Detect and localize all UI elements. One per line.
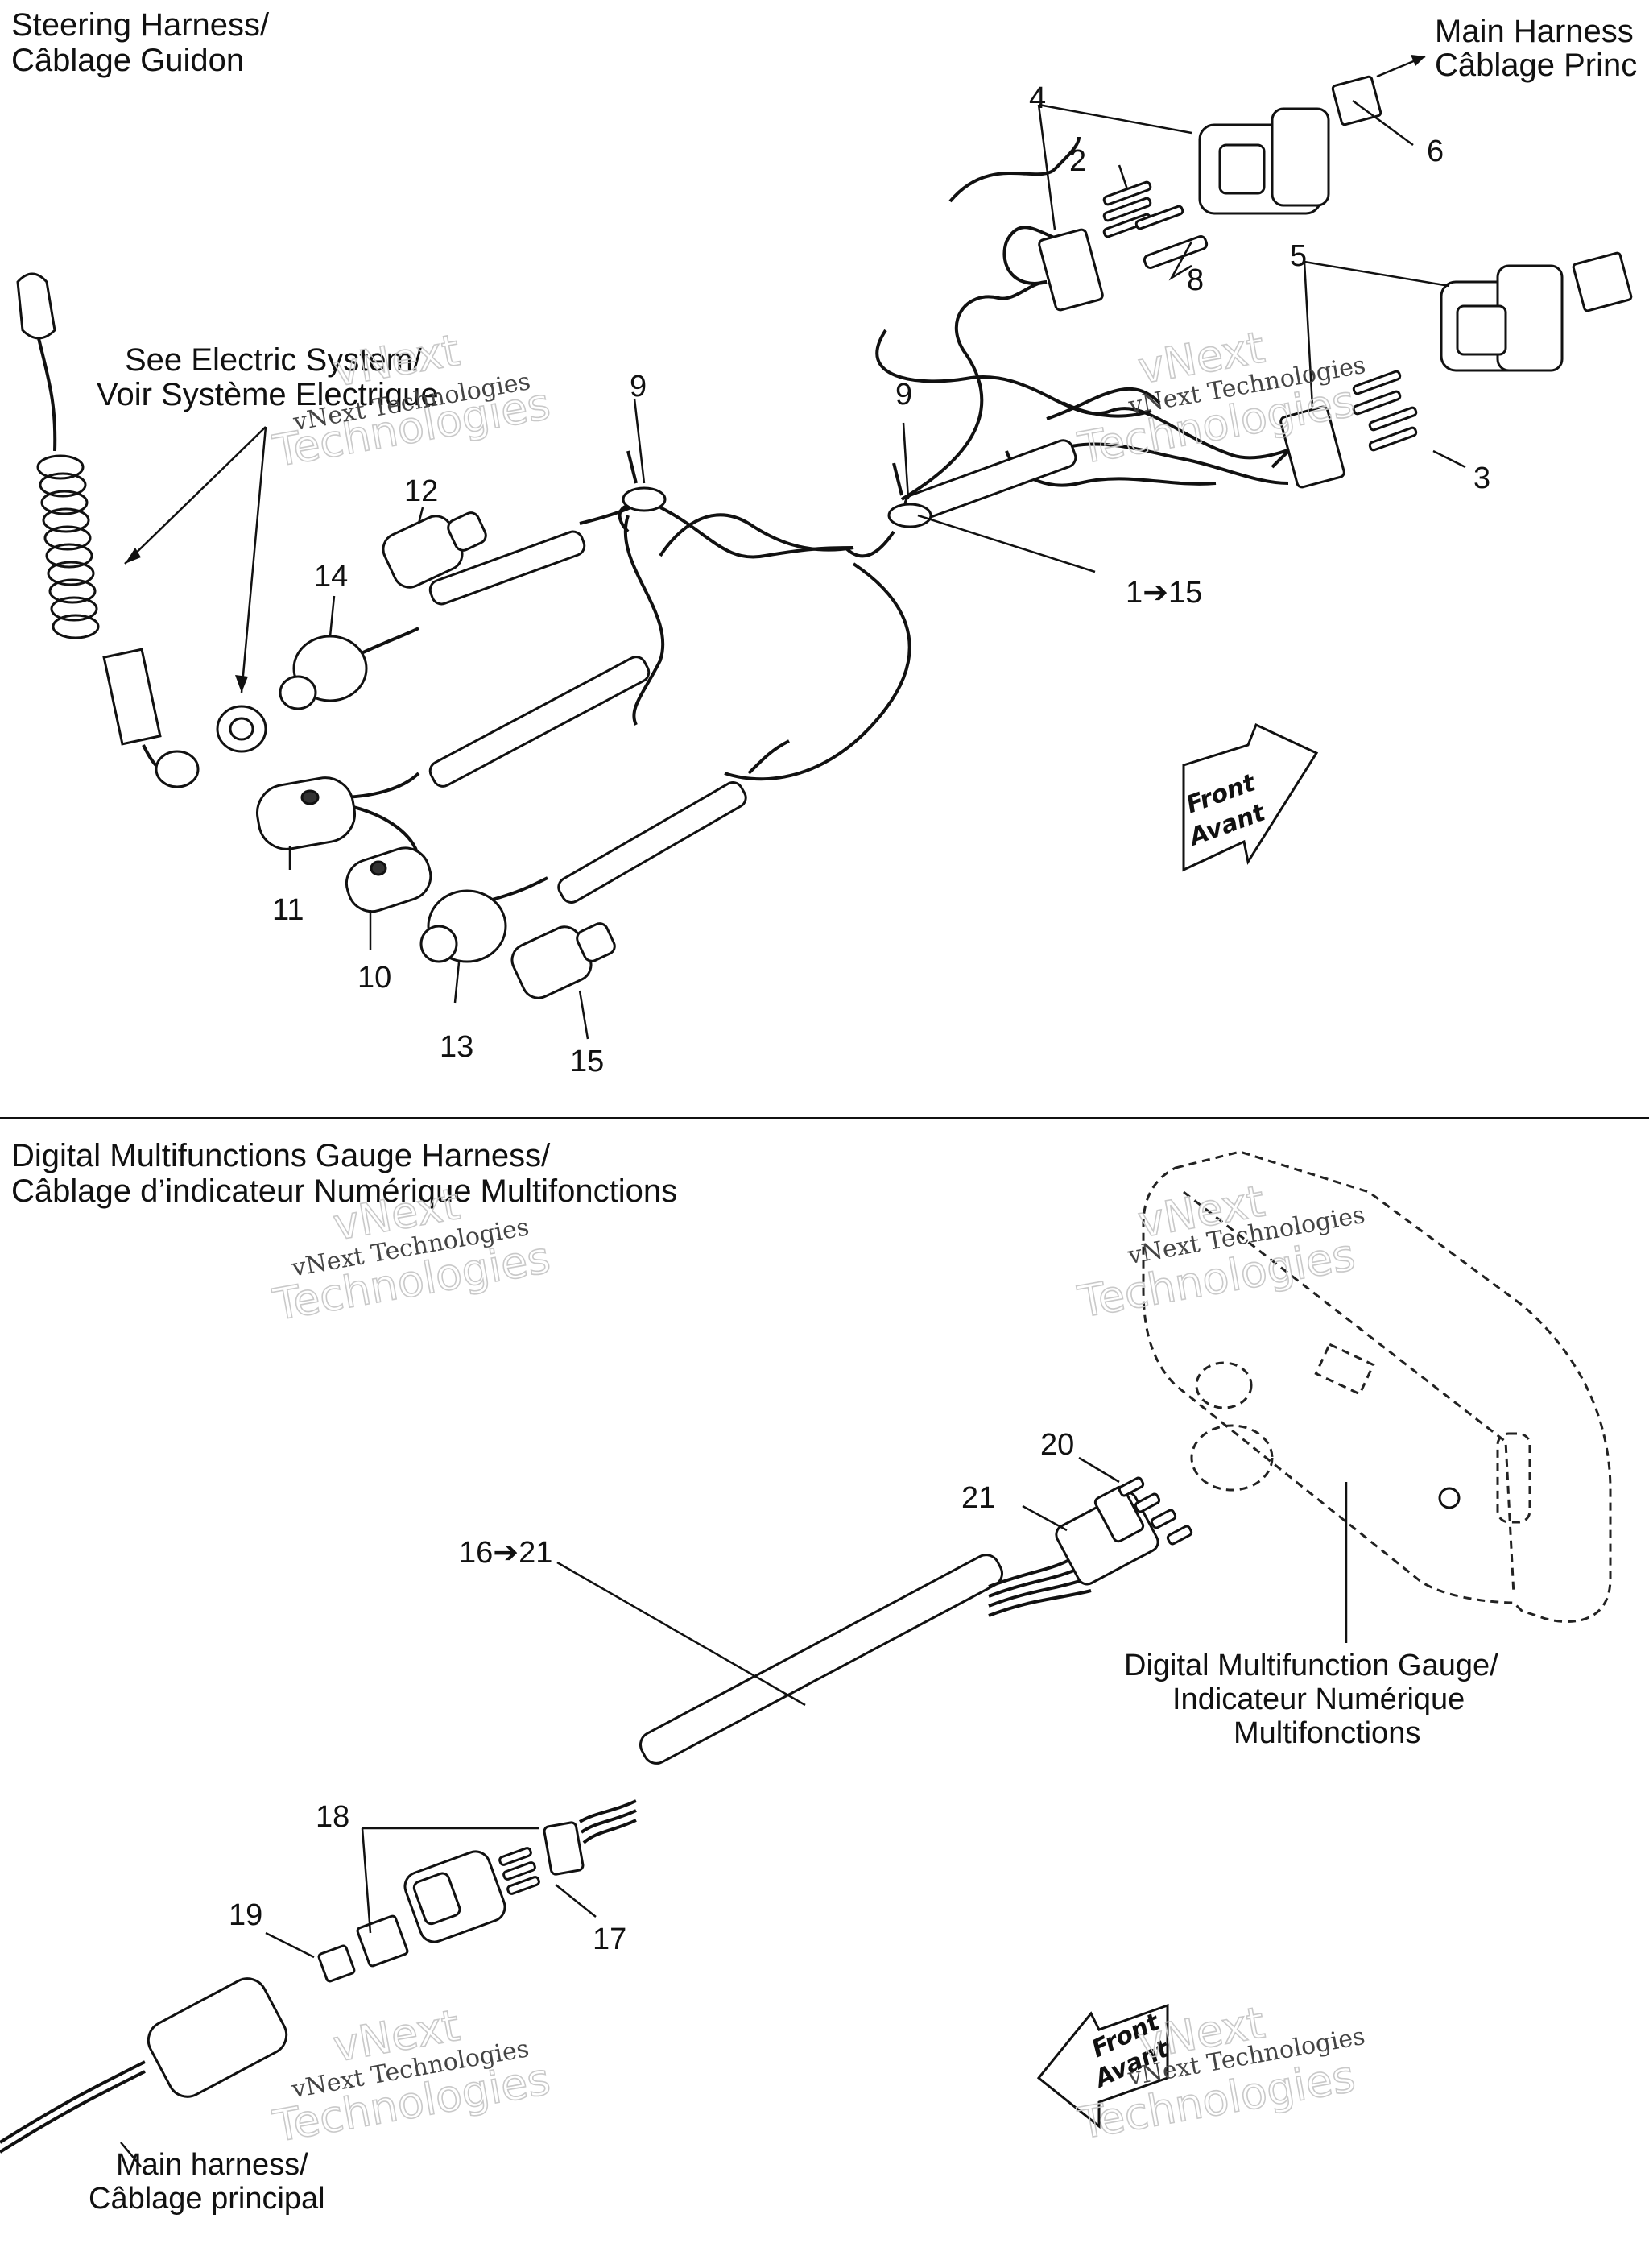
clamp-9-left [622, 450, 667, 512]
callout-21: 21 [961, 1481, 995, 1515]
main-harness-label-line2: Câblage principal [89, 2182, 325, 2216]
digital-gauge [1142, 1150, 1612, 1623]
terminals-3 [1352, 370, 1418, 452]
callout-13: 13 [440, 1030, 473, 1064]
lanyard-coil-cord [16, 272, 267, 788]
callout-1-15: 1➔15 [1126, 576, 1202, 610]
callout-9-right: 9 [895, 378, 912, 412]
connector-21 [1055, 1485, 1159, 1586]
gauge-leaders [120, 1456, 1120, 2167]
see-electric-arrowhead-b [235, 675, 248, 693]
watermark-5: vNext Technologies vNext Technologies [268, 1999, 554, 2153]
steering-leaders [288, 99, 1466, 1040]
callout-18: 18 [316, 1800, 349, 1834]
connector-5 [1279, 251, 1633, 489]
part-13 [419, 889, 507, 963]
main-harness-connector [0, 1977, 288, 2154]
see-electric-pointer-b [240, 426, 267, 693]
callout-12: 12 [404, 474, 438, 508]
see-electric-line2: Voir Système Electrique [97, 377, 439, 412]
callout-6: 6 [1427, 135, 1444, 168]
callout-17: 17 [593, 1922, 626, 1956]
front-arrow-top: Front Avant [1182, 722, 1319, 872]
callout-8: 8 [1187, 263, 1204, 297]
callout-9-left: 9 [630, 370, 647, 404]
callout-5: 5 [1290, 239, 1307, 273]
part-11 [256, 776, 356, 850]
see-electric-line1: See Electric System/ [125, 342, 423, 378]
terminals-2 [1102, 180, 1184, 238]
callout-3: 3 [1473, 461, 1490, 495]
callout-15: 15 [570, 1045, 604, 1078]
gauge-label-line2: Indicateur Numérique [1172, 1682, 1465, 1716]
see-electric-arrowhead-a [125, 548, 141, 564]
part-14 [279, 635, 368, 710]
callout-20: 20 [1040, 1428, 1074, 1462]
main-harness-ref-line1: Main Harness [1435, 14, 1634, 49]
callout-4: 4 [1029, 81, 1046, 115]
callout-2: 2 [1069, 144, 1086, 178]
gauge-title-line1: Digital Multifunctions Gauge Harness/ [11, 1138, 551, 1173]
clamp-9-right [887, 462, 932, 528]
steering-title-line2: Câblage Guidon [11, 43, 244, 78]
lock-6 [1331, 75, 1382, 126]
connector-17-housing [543, 1821, 585, 1876]
gauge-harness-section: Digital Multifunctions Gauge Harness/ Câ… [0, 1138, 1612, 2216]
lock-19 [317, 1944, 356, 1983]
terminals-17 [498, 1847, 540, 1895]
callout-16-21: 16➔21 [459, 1536, 552, 1570]
part-15 [510, 922, 616, 999]
main-harness-ref-line2: Câblage Princ [1435, 48, 1637, 83]
callout-14: 14 [314, 560, 348, 594]
see-electric-pointer-a [124, 426, 267, 565]
part-12 [382, 511, 487, 589]
callout-11: 11 [272, 893, 304, 927]
front-arrow-bottom: Front Avant [1036, 2003, 1175, 2129]
main-harness-label-line1: Main harness/ [116, 2148, 308, 2182]
main-harness-arrowhead [1411, 55, 1425, 66]
steering-title-line1: Steering Harness/ [11, 7, 270, 43]
steering-harness-section: Steering Harness/ Câblage Guidon Main Ha… [11, 7, 1637, 1078]
gauge-harness-cable [578, 1553, 1092, 1844]
gauge-label-line3: Multifonctions [1234, 1716, 1420, 1750]
callout-10: 10 [357, 961, 391, 995]
gauge-title-line2: Câblage d’indicateur Numérique Multifonc… [11, 1173, 677, 1209]
watermark-4: vNext Technologies vNext Technologies [1073, 1175, 1367, 1329]
connector-18 [356, 1850, 506, 1968]
gauge-label-line1: Digital Multifunction Gauge/ [1124, 1649, 1498, 1682]
terminals-20 [1118, 1476, 1193, 1546]
part-10 [345, 846, 432, 913]
callout-19: 19 [229, 1898, 262, 1932]
connector-4 [1038, 107, 1330, 312]
